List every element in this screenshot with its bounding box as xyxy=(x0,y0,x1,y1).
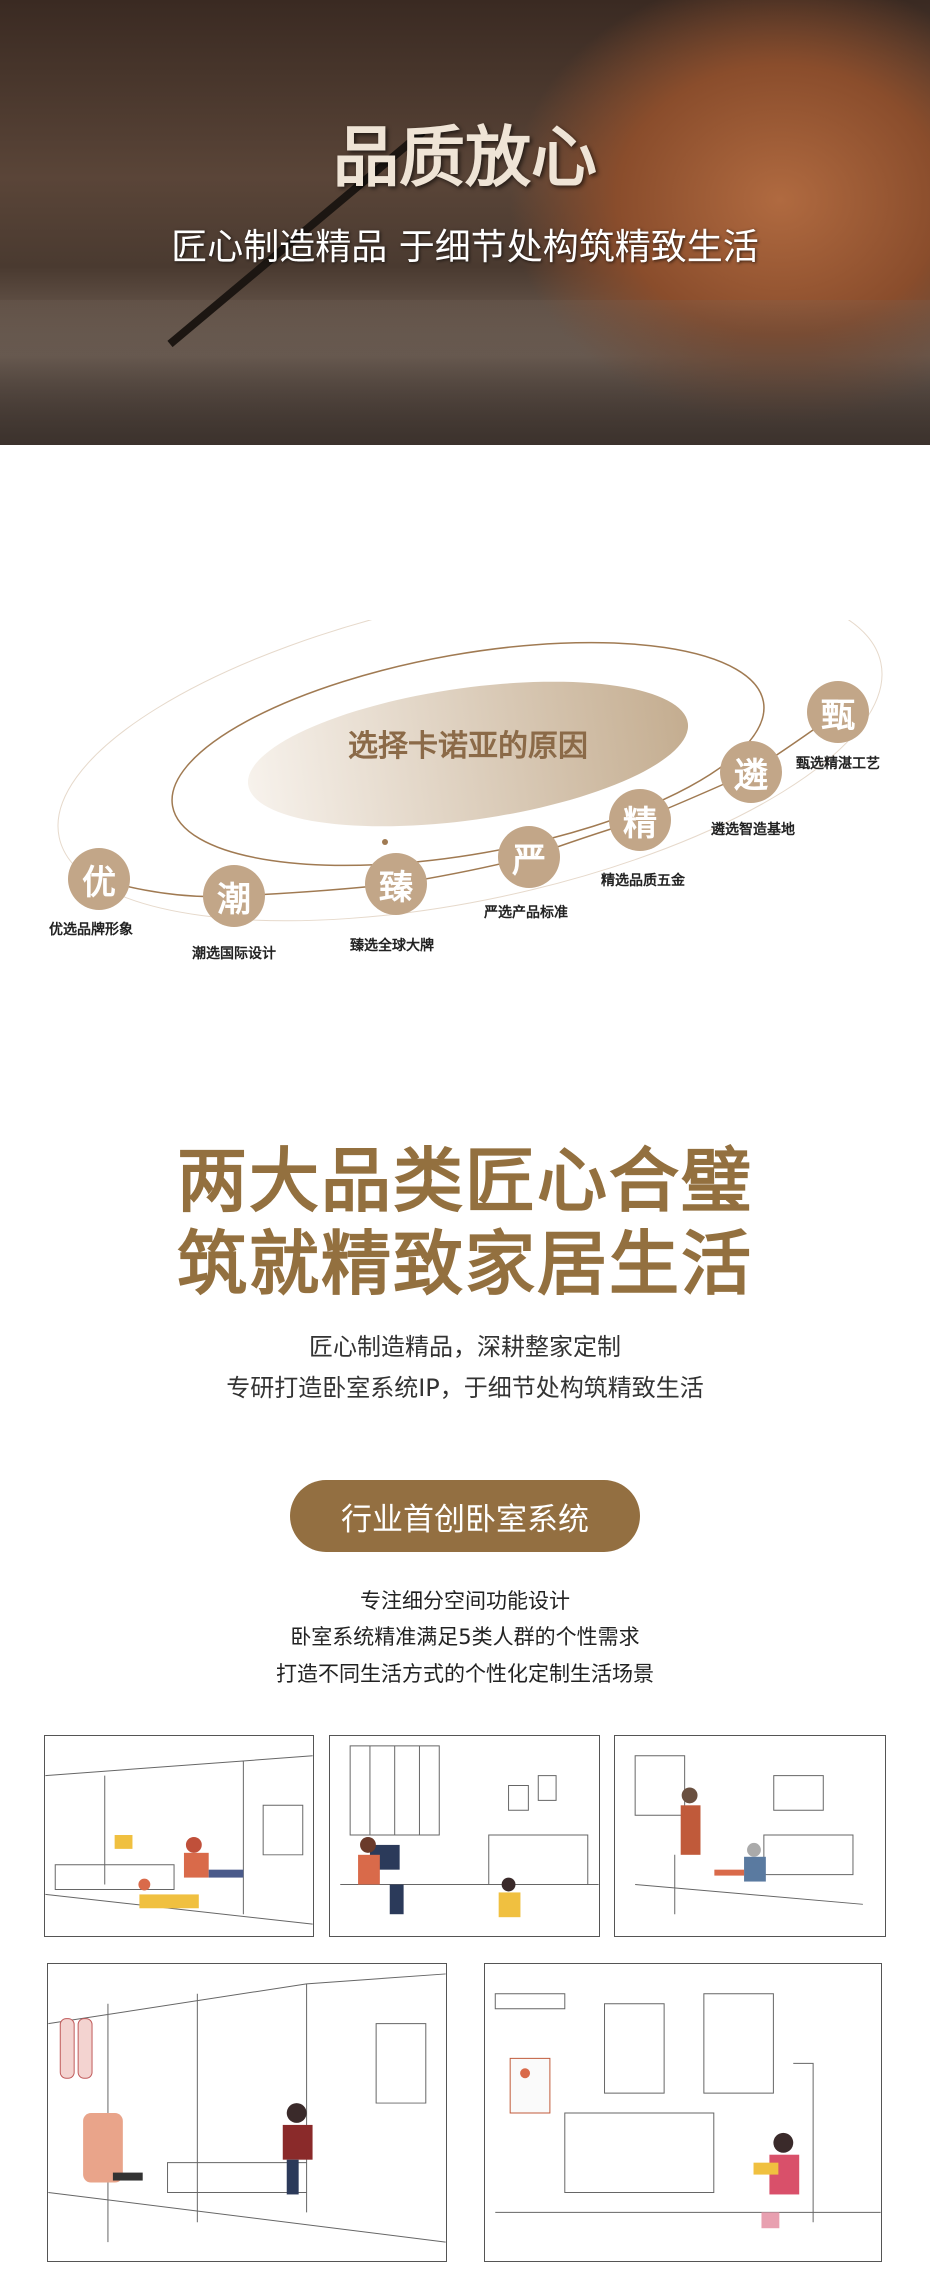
scene-illustration-elderly xyxy=(614,1735,886,1937)
workbench-surface xyxy=(0,300,930,445)
reason-label: 潮选国际设计 xyxy=(192,946,276,962)
reason-label: 遴选智造基地 xyxy=(711,822,795,838)
hero-title: 品质放心 xyxy=(333,118,597,196)
reason-circle-chao: 潮 xyxy=(203,865,265,927)
reason-circle-jing: 精 xyxy=(609,789,671,851)
orbit-ring-outer xyxy=(57,620,883,922)
scene-illustration-living xyxy=(44,1735,314,1937)
intro-line2: 专研打造卧室系统IP，于细节处构筑精致生活 xyxy=(226,1374,704,1402)
reason-circle-lin: 遴 xyxy=(720,741,782,803)
scene-illustration-study xyxy=(329,1735,600,1937)
reasons-title: 选择卡诺亚的原因 xyxy=(348,729,588,764)
hero-subtitle: 匠心制造精品 于细节处构筑精致生活 xyxy=(171,227,759,268)
reason-label: 严选产品标准 xyxy=(484,905,568,921)
reason-label: 精选品质五金 xyxy=(601,873,685,889)
reason-circle-yan: 严 xyxy=(498,826,560,888)
reason-circle-you: 优 xyxy=(68,848,130,910)
system-line2: 卧室系统精准满足5类人群的个性需求 xyxy=(290,1625,640,1649)
title-ellipse xyxy=(247,681,689,827)
reason-label: 臻选全球大牌 xyxy=(350,938,434,954)
headline-line1: 两大品类匠心合璧 xyxy=(177,1139,753,1222)
orbit-ring-inner xyxy=(171,641,765,867)
scene-illustration-child xyxy=(484,1963,882,2262)
reason-circle-zhen2: 甄 xyxy=(807,681,869,743)
reason-circle-zhen: 臻 xyxy=(365,853,427,915)
reason-label: 甄选精湛工艺 xyxy=(796,756,880,772)
scene-illustration-gaming xyxy=(47,1963,447,2262)
hero-banner: 品质放心 匠心制造精品 于细节处构筑精致生活 xyxy=(0,0,930,445)
bedroom-system-badge: 行业首创卧室系统 xyxy=(290,1480,640,1552)
headline-line2: 筑就精致家居生活 xyxy=(177,1222,753,1305)
intro-line1: 匠心制造精品，深耕整家定制 xyxy=(309,1333,621,1361)
reason-label: 优选品牌形象 xyxy=(49,922,133,938)
orbit-diagram xyxy=(57,620,883,922)
system-line1: 专注细分空间功能设计 xyxy=(360,1589,570,1613)
system-line3: 打造不同生活方式的个性化定制生活场景 xyxy=(276,1662,654,1686)
